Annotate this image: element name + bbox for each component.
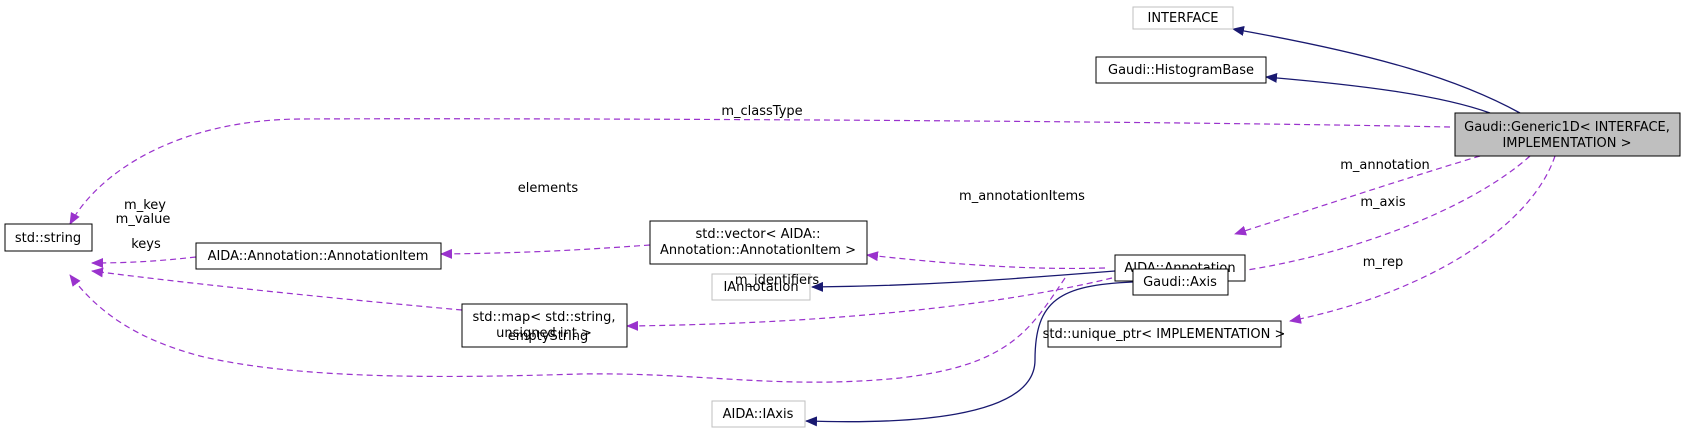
edge-annotation-to-iannotation [811, 270, 1116, 292]
edge-empty-string [69, 274, 1066, 383]
node-vector-label-line1: std::vector< AIDA:: [695, 227, 820, 242]
edge-label-identifiers: m_identifiers [735, 273, 820, 288]
edge-label-key: m_key [124, 198, 166, 213]
edge-generic1d-to-histogrambase [1265, 72, 1491, 114]
edge-label-value: m_value [116, 212, 171, 227]
node-aida-iaxis[interactable]: AIDA::IAxis [711, 400, 806, 428]
edge-label-classtype: m_classType [721, 104, 802, 119]
edge-label-annotation: m_annotation [1340, 158, 1430, 173]
node-vector[interactable]: std::vector< AIDA:: Annotation::Annotati… [649, 220, 868, 265]
edge-axis-to-iaxis [805, 281, 1134, 427]
edge-annotation-items [866, 251, 1106, 270]
node-std-string-label: std::string [15, 231, 81, 246]
edge-label-annotation-items: m_annotationItems [959, 189, 1085, 204]
node-map-label-line2: unsigned int > [496, 326, 592, 341]
node-interface[interactable]: INTERFACE [1132, 6, 1234, 30]
edge-label-rep: m_rep [1363, 255, 1403, 270]
edge-generic1d-to-interface [1232, 25, 1521, 114]
node-generic1d[interactable]: Gaudi::Generic1D< INTERFACE, IMPLEMENTAT… [1454, 112, 1681, 157]
node-gaudi-axis-label: Gaudi::Axis [1143, 275, 1217, 290]
node-aida-iaxis-label: AIDA::IAxis [723, 407, 794, 422]
node-annotation-item-label: AIDA::Annotation::AnnotationItem [208, 249, 429, 264]
node-vector-label-line2: Annotation::AnnotationItem > [660, 243, 856, 258]
edge-keys [91, 267, 463, 311]
node-iannotation-label: IAnnotation [723, 280, 798, 295]
edge-classtype [69, 118, 1451, 225]
node-generic1d-label-line1: Gaudi::Generic1D< INTERFACE, [1464, 120, 1670, 135]
node-histogram-base[interactable]: Gaudi::HistogramBase [1095, 56, 1267, 84]
edge-key-value [91, 256, 197, 268]
edge-annotation [1234, 155, 1481, 236]
node-std-string[interactable]: std::string [4, 223, 93, 252]
node-annotation-item[interactable]: AIDA::Annotation::AnnotationItem [195, 242, 442, 270]
edge-label-empty-string: emptyString [508, 329, 589, 344]
edge-axis [1217, 155, 1531, 278]
node-generic1d-label-line2: IMPLEMENTATION > [1502, 136, 1631, 151]
node-interface-label: INTERFACE [1148, 11, 1219, 26]
node-gaudi-axis[interactable]: Gaudi::Axis [1132, 268, 1229, 296]
edge-label-elements: elements [518, 181, 579, 196]
node-iannotation[interactable]: IAnnotation [711, 273, 811, 301]
node-map-label-line1: std::map< std::string, [472, 310, 615, 325]
edge-label-keys: keys [131, 237, 161, 252]
node-map[interactable]: std::map< std::string, unsigned int > [461, 303, 628, 348]
edge-identifiers [626, 277, 1113, 331]
node-unique-ptr[interactable]: std::unique_ptr< IMPLEMENTATION > [1043, 320, 1286, 348]
node-unique-ptr-label: std::unique_ptr< IMPLEMENTATION > [1043, 327, 1286, 342]
edge-label-axis: m_axis [1360, 195, 1405, 210]
edge-rep [1289, 155, 1556, 324]
edge-elements [440, 244, 651, 259]
node-histogram-base-label: Gaudi::HistogramBase [1108, 63, 1254, 78]
